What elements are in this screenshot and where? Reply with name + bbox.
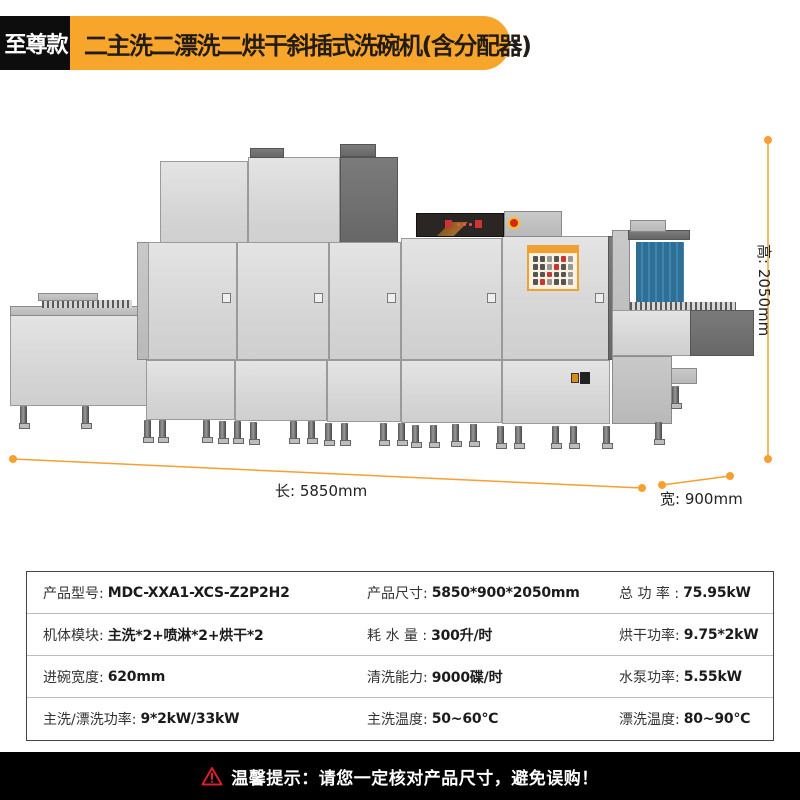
leg	[429, 425, 440, 448]
door-5	[502, 236, 610, 360]
dryer-hood-side	[340, 157, 398, 243]
exit-lower-cabinet	[612, 356, 672, 424]
door-handle[interactable]	[222, 293, 231, 303]
spec-cell-capacity: 清洗能力:9000碟/时	[367, 670, 503, 686]
door-handle[interactable]	[387, 293, 396, 303]
spec-row: 产品型号:MDC-XXA1-XCS-Z2P2H2 产品尺寸:5850*900*2…	[27, 572, 773, 614]
product-image-dishwasher	[0, 130, 800, 450]
height-dimension-label: 高: 2050mm	[755, 244, 773, 337]
leg	[289, 421, 300, 444]
door-3	[329, 242, 401, 360]
door-handle[interactable]	[595, 293, 604, 303]
leg	[81, 406, 92, 429]
leg	[233, 421, 244, 444]
status-led-icon	[463, 223, 466, 226]
warning-footer: 温馨提示：请您一定核对产品尺寸，避免误购！	[0, 752, 800, 800]
exit-tunnel-top	[630, 220, 666, 232]
leg	[158, 420, 169, 443]
power-socket-icon	[580, 372, 590, 384]
control-panel[interactable]	[416, 213, 504, 237]
spec-table: 产品型号:MDC-XXA1-XCS-Z2P2H2 产品尺寸:5850*900*2…	[26, 571, 774, 741]
spec-cell-wash-temp: 主洗温度:50~60℃	[367, 711, 499, 728]
length-dimension-label: 长: 5850mm	[275, 482, 368, 500]
door-handle[interactable]	[487, 293, 496, 303]
leg	[307, 421, 318, 444]
leg	[379, 423, 390, 446]
leg	[397, 423, 408, 446]
leg	[671, 386, 682, 409]
display-left-icon	[445, 220, 452, 228]
leg	[602, 426, 613, 449]
leg	[654, 422, 665, 445]
product-title: 二主洗二漂洗二烘干斜插式洗碗机(含分配器)	[70, 16, 532, 70]
leg	[249, 422, 260, 445]
instruction-sticker	[527, 245, 579, 291]
display-right-icon	[475, 220, 482, 228]
spec-row: 机体模块:主洗*2+喷淋*2+烘干*2 耗 水 量 :300升/时 烘干功率:9…	[27, 614, 773, 656]
status-led-icon	[469, 223, 472, 226]
spec-cell-inlet-width: 进碗宽度:620mm	[43, 669, 166, 686]
exit-rack	[630, 302, 736, 310]
door-handle[interactable]	[314, 293, 323, 303]
leg	[218, 421, 229, 444]
spec-cell-model: 产品型号:MDC-XXA1-XCS-Z2P2H2	[43, 585, 290, 602]
leg	[411, 425, 422, 448]
spec-row: 进碗宽度:620mm 清洗能力:9000碟/时 水泵功率:5.55kW	[27, 656, 773, 698]
loading-rack-cover	[38, 293, 98, 301]
exit-table	[612, 310, 692, 356]
exhaust-vent-2	[340, 144, 376, 157]
loading-rack	[42, 300, 132, 308]
spec-cell-pump-power: 水泵功率:5.55kW	[619, 669, 742, 686]
door-4	[401, 238, 502, 360]
leg	[340, 423, 351, 446]
spec-cell-water-usage: 耗 水 量 :300升/时	[367, 628, 493, 644]
warning-triangle-icon	[201, 767, 223, 786]
leg	[19, 406, 30, 429]
spec-cell-wash-rinse-power: 主洗/漂洗功率:9*2kW/33kW	[43, 711, 240, 728]
spec-cell-rinse-temp: 漂洗温度:80~90℃	[619, 711, 751, 728]
door-2	[237, 242, 329, 360]
spec-cell-dryer-power: 烘干功率:9.75*2kW	[619, 627, 759, 644]
spec-row: 主洗/漂洗功率:9*2kW/33kW 主洗温度:50~60℃ 漂洗温度:80~9…	[27, 698, 773, 740]
width-dimension-label: 宽: 900mm	[660, 490, 743, 508]
spec-cell-modules: 机体模块:主洗*2+喷淋*2+烘干*2	[43, 628, 264, 644]
base-cabinet-1	[146, 360, 235, 420]
leg	[143, 420, 154, 443]
emergency-stop-button[interactable]	[508, 217, 520, 229]
spec-cell-total-power: 总 功 率 :75.95kW	[619, 585, 751, 602]
dryer-hood-left	[160, 161, 248, 243]
leg	[202, 420, 213, 443]
leg	[324, 423, 335, 446]
warning-text: 温馨提示：请您一定核对产品尺寸，避免误购！	[231, 768, 599, 789]
edition-tag: 至尊款	[0, 16, 70, 70]
leg	[569, 426, 580, 449]
leg	[496, 426, 507, 449]
leg	[514, 426, 525, 449]
door-1	[148, 242, 237, 360]
control-box-side	[504, 211, 562, 237]
leg	[551, 426, 562, 449]
leg	[451, 424, 462, 447]
leg	[469, 424, 480, 447]
loading-table	[10, 314, 148, 406]
base-cabinet-3	[327, 360, 401, 422]
base-cabinet-4	[401, 360, 502, 423]
title-banner: 至尊款 二主洗二漂洗二烘干斜插式洗碗机(含分配器)	[0, 16, 800, 70]
exit-table-end	[690, 310, 754, 356]
base-cabinet-5	[502, 360, 610, 424]
exit-curtain	[636, 242, 684, 302]
power-switch-icon[interactable]	[571, 373, 579, 383]
exhaust-vent-1	[250, 148, 284, 158]
dryer-hood-right	[248, 157, 340, 243]
status-led-icon	[457, 223, 460, 226]
base-cabinet-2	[235, 360, 327, 421]
spec-cell-size: 产品尺寸:5850*900*2050mm	[367, 585, 580, 602]
